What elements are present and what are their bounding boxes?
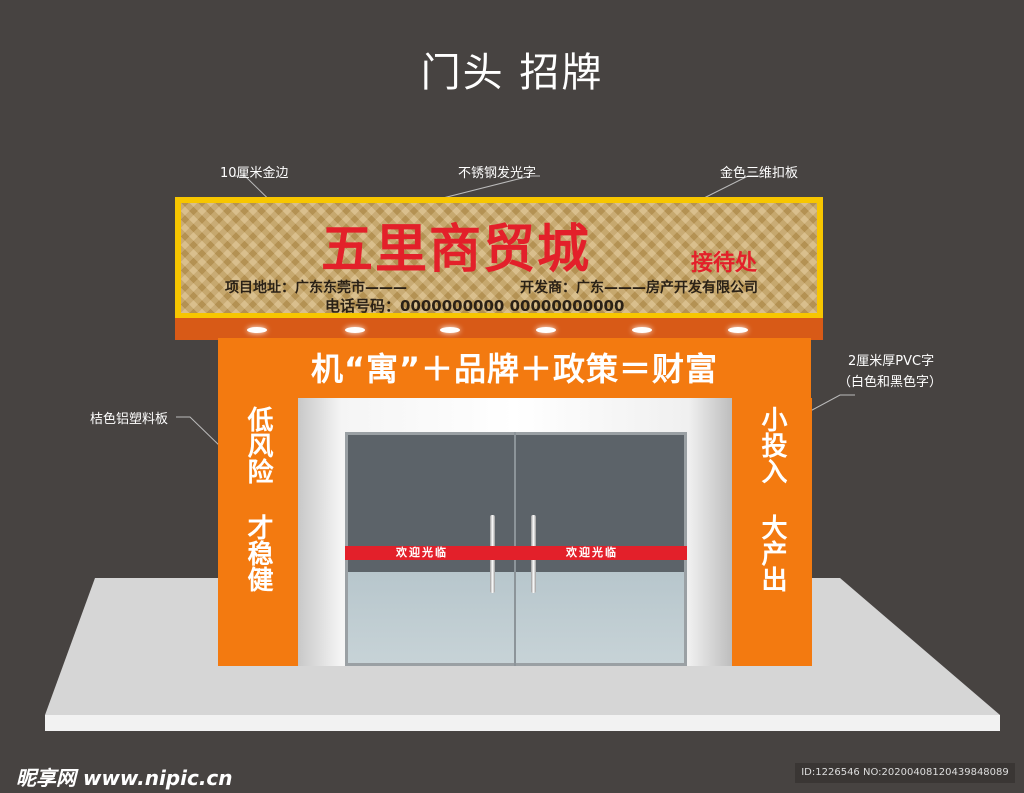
note-gold-panel: 金色三维扣板 xyxy=(720,166,799,181)
sign-subtitle: 接待处 xyxy=(691,251,758,276)
note-aluminum-panel: 桔色铝塑料板 xyxy=(90,412,169,427)
spotlight-icon xyxy=(247,327,267,333)
sign-phone: 电话号码：0000000000 00000000000 xyxy=(325,297,625,315)
spotlight-icon xyxy=(345,327,365,333)
spotlight-icon xyxy=(536,327,556,333)
note-pvc-colors: （白色和黑色字） xyxy=(838,375,943,390)
page-title: 门头 招牌 xyxy=(420,50,604,96)
banner-text-left: 欢迎光临 xyxy=(396,546,448,559)
signboard: 五里商贸城 接待处 项目地址：广东东莞市——— 开发商：广东———房产开发有限公… xyxy=(175,197,823,319)
left-column-text: 低风险 才稳健 xyxy=(218,398,298,666)
spotlight-icon xyxy=(440,327,460,333)
note-gold-edge: 10厘米金边 xyxy=(220,166,289,181)
watermark-id: ID:1226546 NO:20200408120439848089 xyxy=(795,763,1015,783)
watermark-logo: 昵享网 www.nipic.cn xyxy=(16,766,233,790)
sign-address: 项目地址：广东东莞市——— xyxy=(225,280,407,296)
welcome-banner xyxy=(345,546,687,560)
sign-name: 五里商贸城 xyxy=(321,220,592,280)
spotlight-icon xyxy=(632,327,652,333)
spotlight-icon xyxy=(728,327,748,333)
sign-developer: 开发商：广东———房产开发有限公司 xyxy=(520,280,758,296)
right-column-text: 小投入 大产出 xyxy=(732,398,812,666)
banner-text-right: 欢迎光临 xyxy=(566,546,618,559)
facade-slogan: 机“寓”＋品牌＋政策＝财富 xyxy=(310,350,719,388)
sign-underside xyxy=(175,318,823,340)
note-steel-letters: 不锈钢发光字 xyxy=(458,166,537,181)
note-pvc-letters: 2厘米厚PVC字 xyxy=(848,354,935,369)
